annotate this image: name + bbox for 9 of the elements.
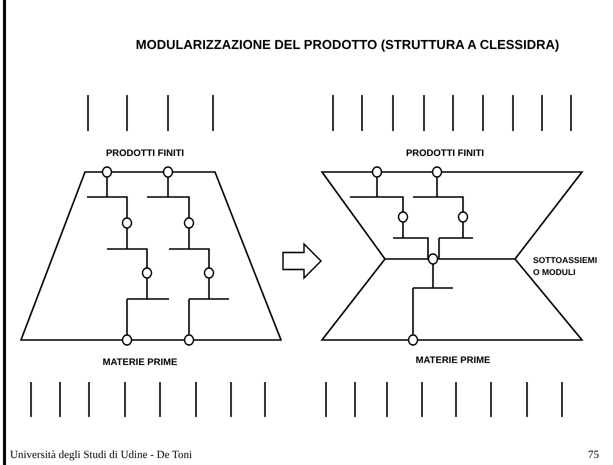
block-arrow (282, 242, 322, 280)
page-number: 75 (588, 449, 599, 461)
footer-text: Università degli Studi di Udine - De Toni (10, 449, 192, 461)
stage-label: PRODOTTI FINITI (104, 148, 186, 159)
stage-label: PRODOTTI FINITI (404, 148, 486, 159)
side-label: SOTTOASSIEMI O MODULI (533, 254, 595, 278)
stage-label: MATERIE PRIME (102, 357, 178, 368)
stage-label: MATERIE PRIME (414, 355, 492, 366)
slide-title: MODULARIZZAZIONE DEL PRODOTTO (STRUTTURA A CLESSIDRA) (134, 37, 560, 52)
